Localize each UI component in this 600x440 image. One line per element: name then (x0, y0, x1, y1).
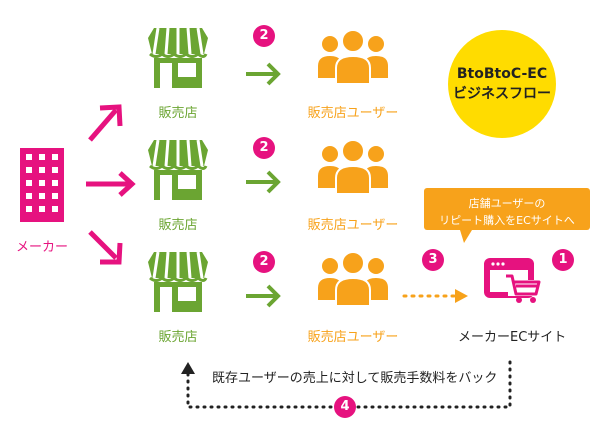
store-label-1: 販売店 (158, 106, 198, 121)
store-user-label-3: 販売店ユーザー (307, 330, 399, 345)
store-icon-3 (146, 250, 210, 314)
title-circle (448, 30, 556, 138)
title-line-2: ビジネスフロー (453, 86, 551, 102)
callout-text: 店舗ユーザーの リピート購入をECサイトへ (424, 195, 590, 229)
badge-circle-2b (253, 137, 275, 159)
store-icon-2 (146, 138, 210, 202)
maker-to-store-arrow-3 (88, 230, 123, 265)
badge-3: 3 (428, 252, 438, 267)
badge-circle-3 (422, 249, 444, 271)
callout-line-1: 店舗ユーザーの (468, 197, 546, 210)
ec-site-icon (484, 258, 541, 303)
callout-bubble (424, 188, 590, 243)
badge-1: 1 (558, 252, 568, 267)
feedback-text: 既存ユーザーの売上に対して販売手数料をバック (212, 371, 498, 386)
store-label-3: 販売店 (158, 330, 198, 345)
badge-circle-2c (253, 251, 275, 273)
badge-2-store-1: 2 (259, 28, 269, 43)
callout-line-2: リピート購入をECサイトへ (439, 214, 575, 227)
maker-label: メーカー (15, 240, 69, 255)
badge-4: 4 (340, 399, 350, 414)
store-to-user-arrow-3 (244, 284, 280, 308)
store-icon-1 (146, 26, 210, 90)
users-icon-3 (317, 251, 389, 307)
maker-to-store-arrow-2 (86, 171, 136, 197)
diagram-title: BtoBtoC-EC ビジネスフロー (440, 64, 564, 104)
badge-2-store-2: 2 (259, 140, 269, 155)
feedback-arrowhead (181, 362, 195, 374)
store-label-2: 販売店 (158, 218, 198, 233)
badge-circle-4 (334, 396, 356, 418)
feedback-dotted-loop (186, 360, 512, 409)
badge-circle-2a (253, 25, 275, 47)
users-icon-2 (317, 139, 389, 195)
maker-to-store-arrow-1 (88, 104, 123, 142)
store-user-label-2: 販売店ユーザー (307, 218, 399, 233)
badge-circle-1 (552, 249, 574, 271)
users-icon-1 (317, 29, 389, 85)
maker-building-icon (20, 148, 64, 222)
title-line-1: BtoBtoC-EC (456, 66, 548, 82)
user-to-ec-dotted-arrow (402, 289, 468, 303)
store-to-user-arrow-1 (244, 62, 280, 86)
store-user-label-1: 販売店ユーザー (307, 106, 399, 121)
badge-2-store-3: 2 (259, 254, 269, 269)
ec-site-label: メーカーECサイト (458, 330, 567, 345)
store-to-user-arrow-2 (244, 170, 280, 194)
